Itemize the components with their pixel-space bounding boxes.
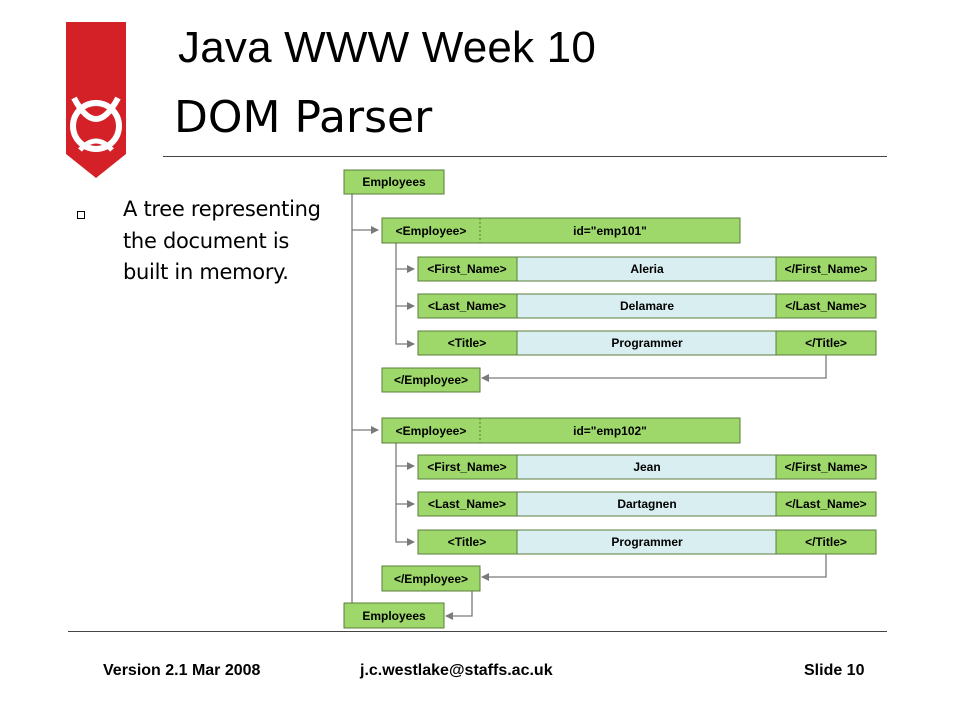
employee-node: <Employee> id="emp102" [381, 417, 741, 444]
svg-text:</First_Name>: </First_Name> [785, 460, 868, 474]
field-node: <Title> Programmer </Title> [417, 330, 877, 356]
svg-text:</Title>: </Title> [805, 336, 847, 350]
field-node: <First_Name> Aleria </First_Name> [417, 256, 877, 282]
svg-text:Jean: Jean [633, 460, 660, 474]
footer-slide-number: Slide 10 [804, 662, 865, 679]
svg-text:id="emp102": id="emp102" [573, 424, 647, 438]
svg-text:<Employee>: <Employee> [396, 424, 467, 438]
slide-subtitle: DOM Parser [174, 92, 433, 143]
bullet-text: A tree representing the document is buil… [123, 197, 321, 284]
field-node: <Last_Name> Dartagnen </Last_Name> [417, 491, 877, 517]
svg-text:<Last_Name>: <Last_Name> [428, 299, 506, 313]
bullet-icon [77, 211, 85, 219]
svg-text:Programmer: Programmer [611, 535, 683, 549]
svg-text:Programmer: Programmer [611, 336, 683, 350]
field-node: <Title> Programmer </Title> [417, 529, 877, 555]
svg-text:<Last_Name>: <Last_Name> [428, 497, 506, 511]
footer-email: j.c.westlake@staffs.ac.uk [360, 662, 553, 679]
employee-close-node: </Employee> [381, 565, 481, 592]
svg-text:Employees: Employees [362, 175, 426, 189]
university-logo [66, 22, 126, 178]
root-node-employees: Employees [343, 169, 445, 195]
root-close-node: Employees [343, 602, 445, 629]
svg-text:id="emp101": id="emp101" [573, 224, 647, 238]
dom-tree-diagram: Employees <Employee> id="emp101" <First_… [343, 169, 877, 629]
footer-divider [68, 631, 887, 632]
employee-close-node: </Employee> [381, 367, 481, 393]
svg-text:<First_Name>: <First_Name> [427, 460, 506, 474]
svg-text:Employees: Employees [362, 609, 426, 623]
svg-text:<First_Name>: <First_Name> [427, 262, 506, 276]
svg-text:Dartagnen: Dartagnen [617, 497, 676, 511]
field-node: <First_Name> Jean </First_Name> [417, 454, 877, 480]
footer-version: Version 2.1 Mar 2008 [103, 662, 261, 679]
svg-text:</Employee>: </Employee> [394, 373, 468, 387]
employee-node: <Employee> id="emp101" [381, 217, 741, 244]
svg-text:Aleria: Aleria [630, 262, 664, 276]
svg-text:</Title>: </Title> [805, 535, 847, 549]
slide-title: Java WWW Week 10 [178, 23, 597, 72]
svg-text:</Last_Name>: </Last_Name> [785, 299, 866, 313]
svg-text:</First_Name>: </First_Name> [785, 262, 868, 276]
header-divider [163, 156, 887, 157]
svg-text:Delamare: Delamare [620, 299, 674, 313]
svg-text:<Title>: <Title> [448, 535, 486, 549]
svg-text:</Last_Name>: </Last_Name> [785, 497, 866, 511]
field-node: <Last_Name> Delamare </Last_Name> [417, 293, 877, 319]
svg-text:<Employee>: <Employee> [396, 224, 467, 238]
svg-text:</Employee>: </Employee> [394, 572, 468, 586]
svg-text:<Title>: <Title> [448, 336, 486, 350]
